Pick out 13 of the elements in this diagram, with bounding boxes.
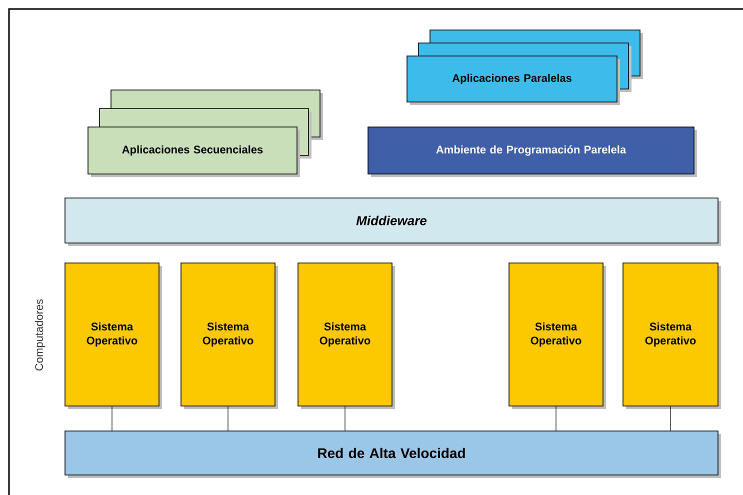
computer-box: Sistema Operativo <box>64 262 162 409</box>
computer-box: Sistema Operativo <box>508 262 606 409</box>
side-label: Computadores <box>34 299 46 371</box>
connector-line <box>344 406 346 431</box>
process-box: Ambiente de Programación Parelela <box>368 126 698 177</box>
connector-line <box>670 406 671 431</box>
layer-bar: Middieware <box>64 198 722 246</box>
computer-box: Sistema Operativo <box>622 262 722 409</box>
computer-box: Sistema Operativo <box>298 262 395 409</box>
stacked-box: Aplicaciones Secuenciales <box>88 90 323 177</box>
layer-bar: Red de Alta Velocidad <box>64 430 722 478</box>
computer-box: Sistema Operativo <box>180 262 278 409</box>
stacked-box: Aplicaciones Paralelas <box>406 30 643 105</box>
